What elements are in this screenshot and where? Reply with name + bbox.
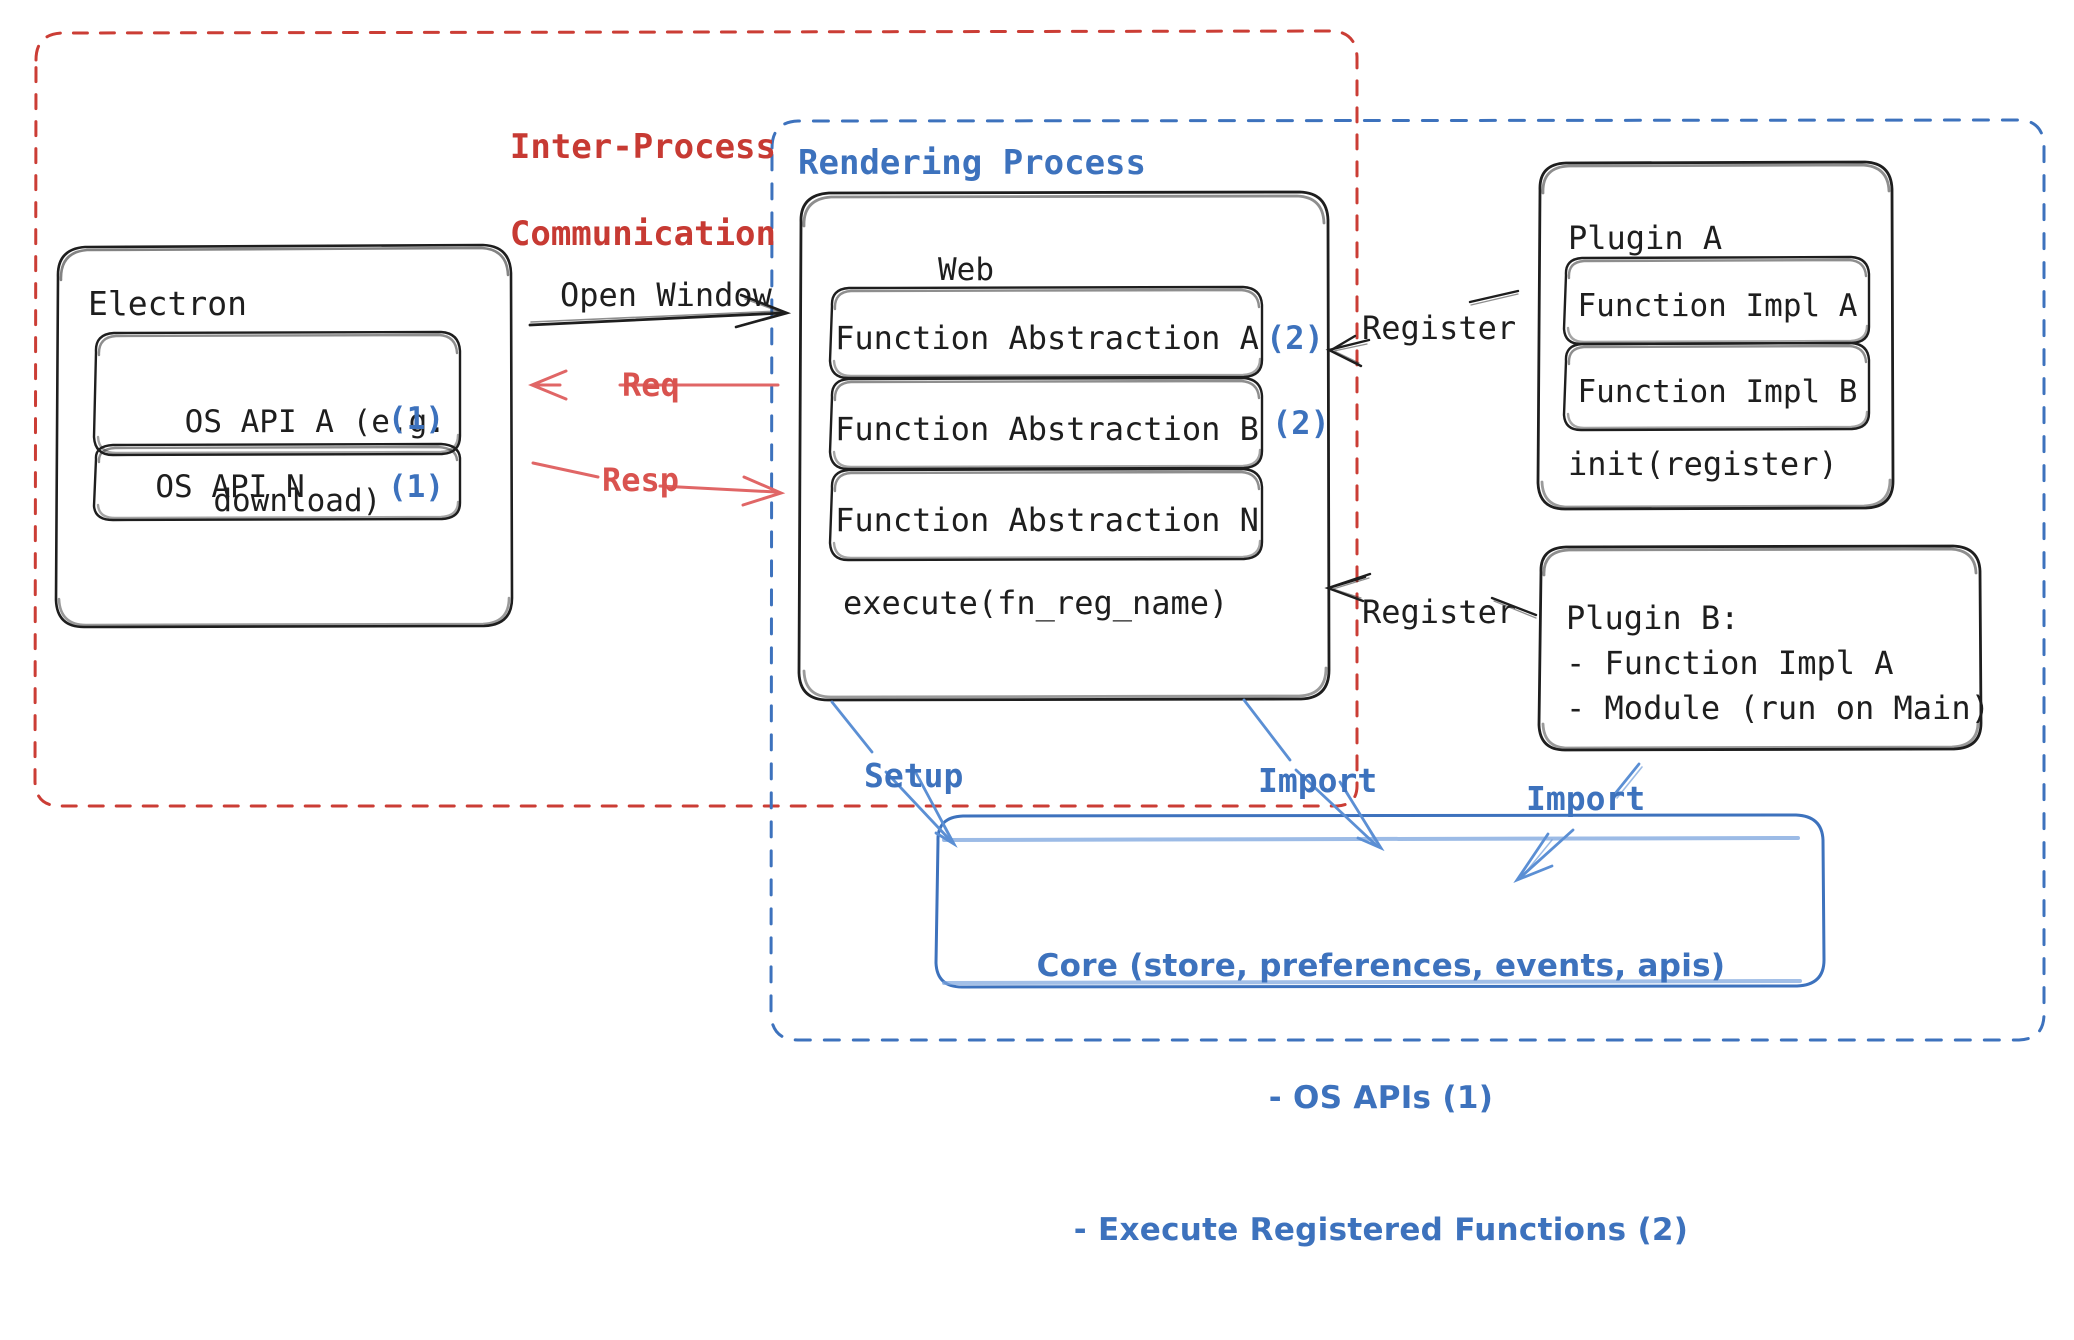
os-api-n-label: OS API N: [155, 469, 305, 505]
ipc-label-line2: Communication: [509, 213, 776, 254]
plugin-a-footer-init: init(register): [1568, 445, 1838, 483]
electron-box-outline: [54, 243, 514, 629]
ipc-region-outline: [33, 29, 1359, 808]
open-window-label: Open Window: [560, 276, 772, 314]
setup-arrow: [830, 700, 958, 848]
os-api-a-badge: (1): [388, 401, 444, 437]
function-impl-a-box-outline: [1562, 255, 1871, 346]
core-line-1: Core (store, preferences, events, apis): [1036, 948, 1726, 985]
plugin-b-title: Plugin B:: [1566, 599, 1740, 637]
ipc-label-line1: Inter-Process: [509, 126, 776, 167]
register-plugin-b-arrow: [1324, 572, 1538, 619]
core-box-text: Core (store, preferences, events, apis) …: [938, 856, 1824, 1340]
core-line-2: - OS APIs (1): [1268, 1080, 1494, 1117]
os-api-n-box-outline: [92, 442, 462, 522]
ipc-region-label: Inter-Process Communication: [428, 82, 776, 300]
rendering-region-outline: [769, 118, 2046, 1042]
req-label: Req: [622, 366, 680, 404]
resp-label: Resp: [602, 461, 680, 499]
os-api-a-label: OS API A (e.g. download): [110, 363, 446, 561]
fn-abstraction-b-box-outline: [828, 376, 1264, 471]
plugin-b-item-1: - Module (run on Main): [1566, 689, 1990, 727]
diagram-strokes: [33, 29, 2046, 1042]
resp-arrow: [531, 461, 786, 507]
import-web-label: Import: [1258, 761, 1378, 800]
import-web-arrow: [1242, 698, 1385, 852]
function-impl-b-label: Function Impl B: [1577, 374, 1858, 410]
setup-label: Setup: [864, 756, 964, 795]
register-plugin-b-label: Register: [1362, 593, 1517, 631]
fn-abstraction-n-box-outline: [828, 467, 1264, 562]
plugin-a-title: Plugin A: [1568, 219, 1723, 257]
import-plugin-arrow: [1513, 762, 1643, 883]
fn-abstraction-a-label: Function Abstraction A: [835, 319, 1259, 357]
import-plugin-label: Import: [1526, 779, 1646, 818]
fn-abstraction-n-label: Function Abstraction N: [835, 501, 1259, 539]
core-line-3: - Execute Registered Functions (2): [1073, 1212, 1689, 1249]
plugin-a-box-outline: [1536, 160, 1895, 511]
diagram-canvas: Inter-Process Communication Rendering Pr…: [33, 29, 2046, 1249]
register-plugin-a-label: Register: [1362, 309, 1517, 347]
web-box-outline: [797, 190, 1331, 702]
plugin-b-box-outline: [1537, 544, 1983, 752]
electron-title: Electron: [88, 284, 247, 323]
fn-abstraction-a-badge: (2): [1266, 319, 1324, 357]
os-api-a-line1: OS API A (e.g.: [184, 403, 446, 440]
function-impl-a-label: Function Impl A: [1577, 288, 1858, 324]
function-impl-b-box-outline: [1562, 341, 1871, 432]
rendering-region-label: Rendering Process: [798, 143, 1146, 183]
open-window-arrow: [528, 293, 792, 329]
register-plugin-a-arrow: [1325, 289, 1520, 368]
os-api-n-badge: (1): [388, 469, 444, 505]
fn-abstraction-b-badge: (2): [1272, 404, 1330, 442]
plugin-b-item-0: - Function Impl A: [1566, 644, 1894, 682]
fn-abstraction-b-label: Function Abstraction B: [835, 410, 1259, 448]
web-title: Web: [938, 252, 994, 288]
web-footer-execute: execute(fn_reg_name): [843, 584, 1229, 622]
req-arrow: [528, 369, 780, 401]
os-api-a-line2: download): [213, 483, 382, 520]
fn-abstraction-a-box-outline: [828, 285, 1264, 380]
